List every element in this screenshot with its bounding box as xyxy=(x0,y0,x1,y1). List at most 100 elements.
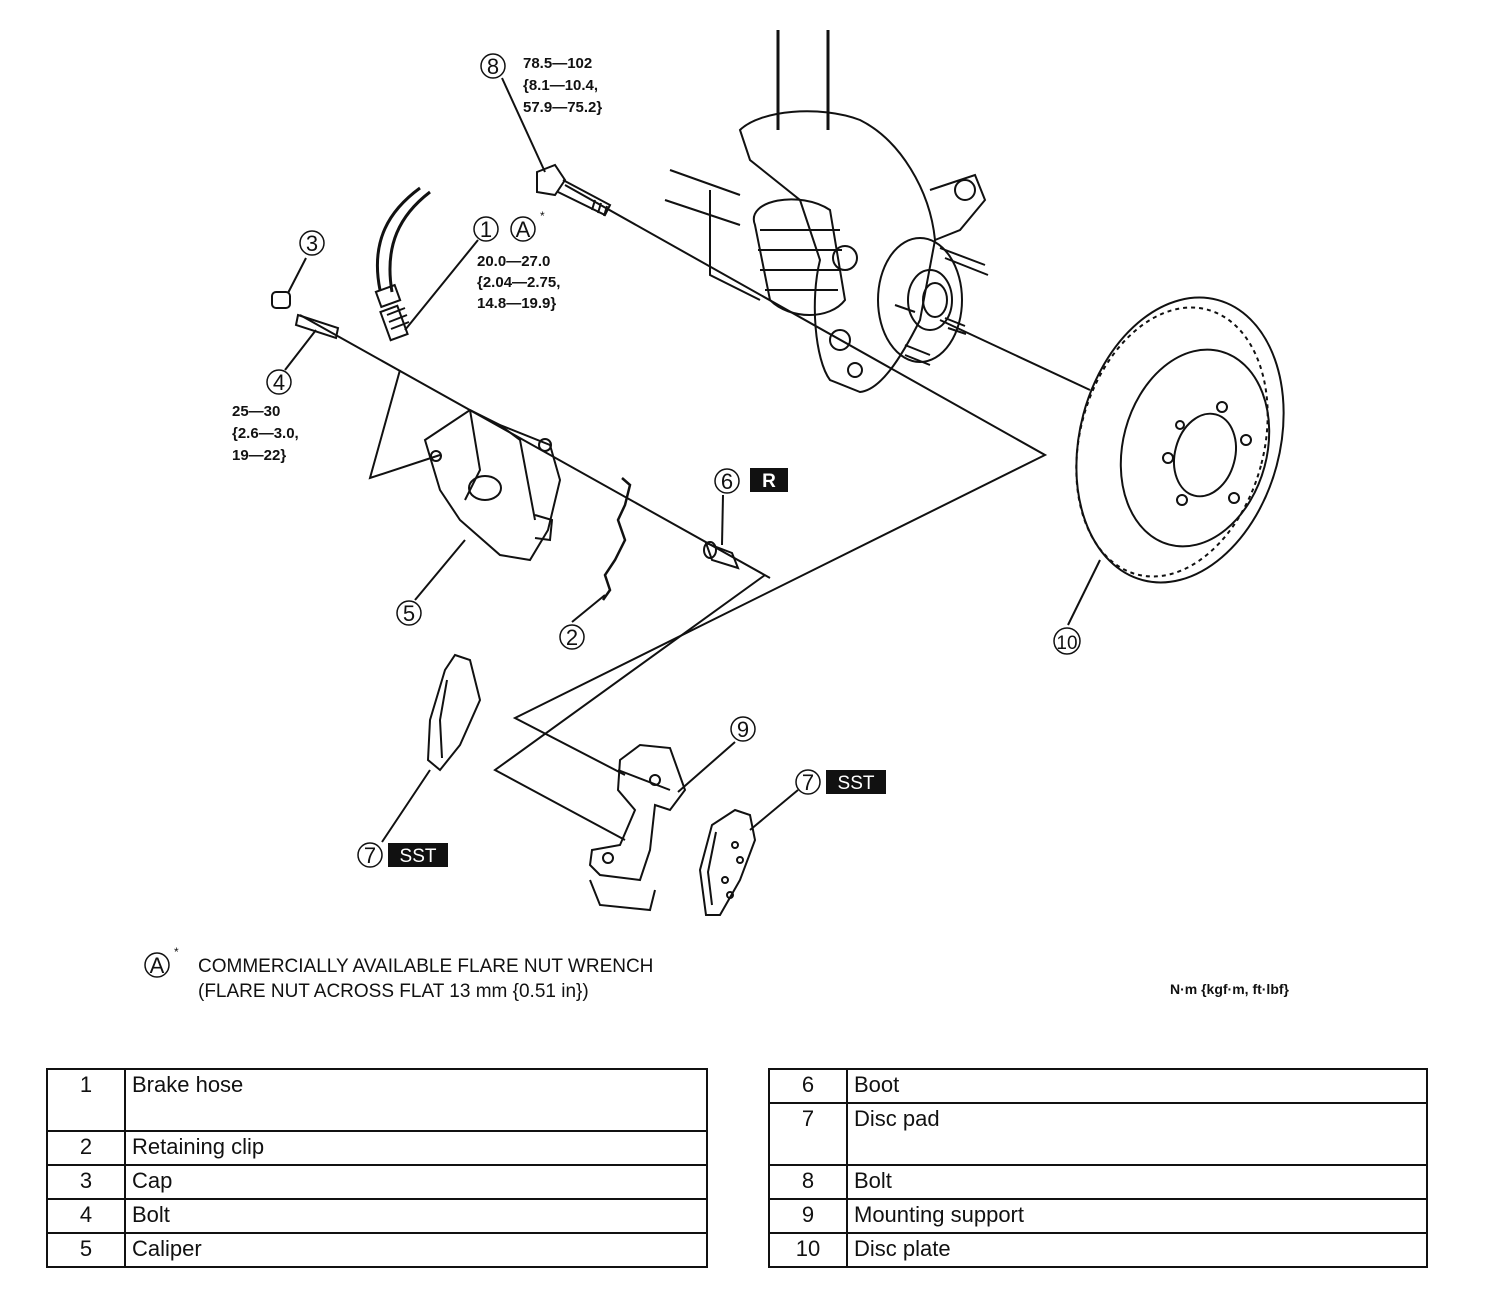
part-name: Mounting support xyxy=(846,1198,1428,1234)
badge-sst-a-text: SST xyxy=(400,846,437,867)
mounting-support xyxy=(588,743,687,912)
callout-8: 8 xyxy=(487,54,499,79)
torque-4-line3: 19—22} xyxy=(232,447,286,464)
leader-7b xyxy=(749,789,799,831)
callout-1-circle xyxy=(473,216,499,242)
part-name: Disc pad xyxy=(846,1102,1428,1166)
callout-a: A xyxy=(516,217,531,242)
part-no: 3 xyxy=(46,1164,126,1200)
parts-table-right: 6 Boot 7 Disc pad 8 Bolt 9 Mounting supp… xyxy=(768,1068,1428,1268)
note-line2: (FLARE NUT ACROSS FLAT 13 mm {0.51 in}) xyxy=(198,981,589,1002)
boot-part xyxy=(703,541,740,570)
callout-7a: 7 xyxy=(364,843,376,868)
callout-8-circle xyxy=(480,53,506,79)
table-row: 8 Bolt xyxy=(768,1164,1428,1200)
part-name: Cap xyxy=(124,1164,708,1200)
torque-8-line3: 57.9—75.2} xyxy=(523,99,602,116)
part-no: 8 xyxy=(768,1164,848,1200)
table-row: 1 Brake hose xyxy=(46,1068,708,1132)
table-row: 9 Mounting support xyxy=(768,1198,1428,1234)
torque-8-line2: {8.1—10.4, xyxy=(523,77,598,94)
torque-1-line1: 20.0—27.0 xyxy=(477,253,550,270)
note-a-mark: A xyxy=(150,953,165,978)
part-name: Bolt xyxy=(846,1164,1428,1200)
part-no: 6 xyxy=(768,1068,848,1104)
assembly-line-lower xyxy=(493,574,766,841)
leader-9 xyxy=(677,741,736,793)
part-name: Caliper xyxy=(124,1232,708,1268)
note-line1: COMMERCIALLY AVAILABLE FLARE NUT WRENCH xyxy=(198,956,653,977)
callout-7b: 7 xyxy=(802,770,814,795)
guide-pin-bolt xyxy=(294,313,340,340)
callout-10: 10 xyxy=(1056,633,1077,654)
assembly-line-main xyxy=(512,184,1048,776)
badge-sst-b: SST xyxy=(826,770,886,794)
callout-6: 6 xyxy=(721,469,733,494)
callout-9: 9 xyxy=(737,717,749,742)
assembly-line-hub xyxy=(939,319,1091,391)
exploded-brake-diagram: 8 1 A 3 4 6 5 2 10 9 7 7 * R SST SST 78.… xyxy=(144,30,1290,1002)
table-row: 5 Caliper xyxy=(46,1232,708,1268)
disc-pad-inner xyxy=(426,653,482,772)
callout-5: 5 xyxy=(403,601,415,626)
torque-8-line1: 78.5—102 xyxy=(523,55,592,72)
leader-5 xyxy=(414,539,466,601)
part-name: Boot xyxy=(846,1068,1428,1104)
table-row: 4 Bolt xyxy=(46,1198,708,1234)
callout-2-circle xyxy=(559,624,585,650)
cap-part xyxy=(271,291,291,309)
callout-6-circle xyxy=(714,468,740,494)
leader-8 xyxy=(501,77,546,173)
part-no: 10 xyxy=(768,1232,848,1268)
callout-2: 2 xyxy=(566,625,578,650)
leader-3 xyxy=(287,257,307,294)
note-a-circle xyxy=(144,952,170,978)
disc-rotor xyxy=(1075,296,1285,584)
callout-7b-circle xyxy=(795,769,821,795)
part-no: 5 xyxy=(46,1232,126,1268)
part-name: Bolt xyxy=(124,1198,708,1234)
callout-9-circle xyxy=(730,716,756,742)
leader-6 xyxy=(721,494,724,546)
leader-2 xyxy=(571,594,606,623)
part-no: 2 xyxy=(46,1130,126,1166)
knuckle-assembly xyxy=(664,30,987,394)
part-name: Disc plate xyxy=(846,1232,1428,1268)
caliper-body xyxy=(423,408,562,562)
leader-10 xyxy=(1067,559,1101,626)
assembly-line-pin xyxy=(299,314,771,579)
callout-3-circle xyxy=(299,230,325,256)
torque-1-line2: {2.04—2.75, xyxy=(477,274,560,291)
part-no: 1 xyxy=(46,1068,126,1132)
wheel-hub xyxy=(877,237,989,366)
callout-4-circle xyxy=(266,369,292,395)
callout-3: 3 xyxy=(306,231,318,256)
callout-4: 4 xyxy=(273,370,285,395)
note-a-star: * xyxy=(174,945,179,959)
part-name: Brake hose xyxy=(124,1068,708,1132)
callout-5-circle xyxy=(396,600,422,626)
callout-10-circle xyxy=(1053,627,1081,655)
torque-4-line2: {2.6—3.0, xyxy=(232,425,299,442)
callout-7a-circle xyxy=(357,842,383,868)
part-name: Retaining clip xyxy=(124,1130,708,1166)
leader-7a xyxy=(381,769,431,843)
badge-r: R xyxy=(750,468,788,492)
table-row: 3 Cap xyxy=(46,1164,708,1200)
torque-1-line3: 14.8—19.9} xyxy=(477,295,556,312)
assembly-line-caliper xyxy=(368,369,441,480)
disc-pad-outer xyxy=(698,808,757,916)
part-no: 7 xyxy=(768,1102,848,1166)
badge-r-text: R xyxy=(762,471,776,492)
parts-table-left: 1 Brake hose 2 Retaining clip 3 Cap 4 Bo… xyxy=(46,1068,708,1268)
callout-a-circle xyxy=(510,216,536,242)
table-row: 2 Retaining clip xyxy=(46,1130,708,1166)
retaining-clip xyxy=(601,477,632,601)
leader-1 xyxy=(404,239,479,331)
badge-sst-a: SST xyxy=(388,843,448,867)
units-label: N·m {kgf·m, ft·lbf} xyxy=(1170,981,1290,997)
part-no: 4 xyxy=(46,1198,126,1234)
table-row: 10 Disc plate xyxy=(768,1232,1428,1268)
callout-a-star: * xyxy=(540,209,545,223)
long-bolt xyxy=(536,163,612,217)
